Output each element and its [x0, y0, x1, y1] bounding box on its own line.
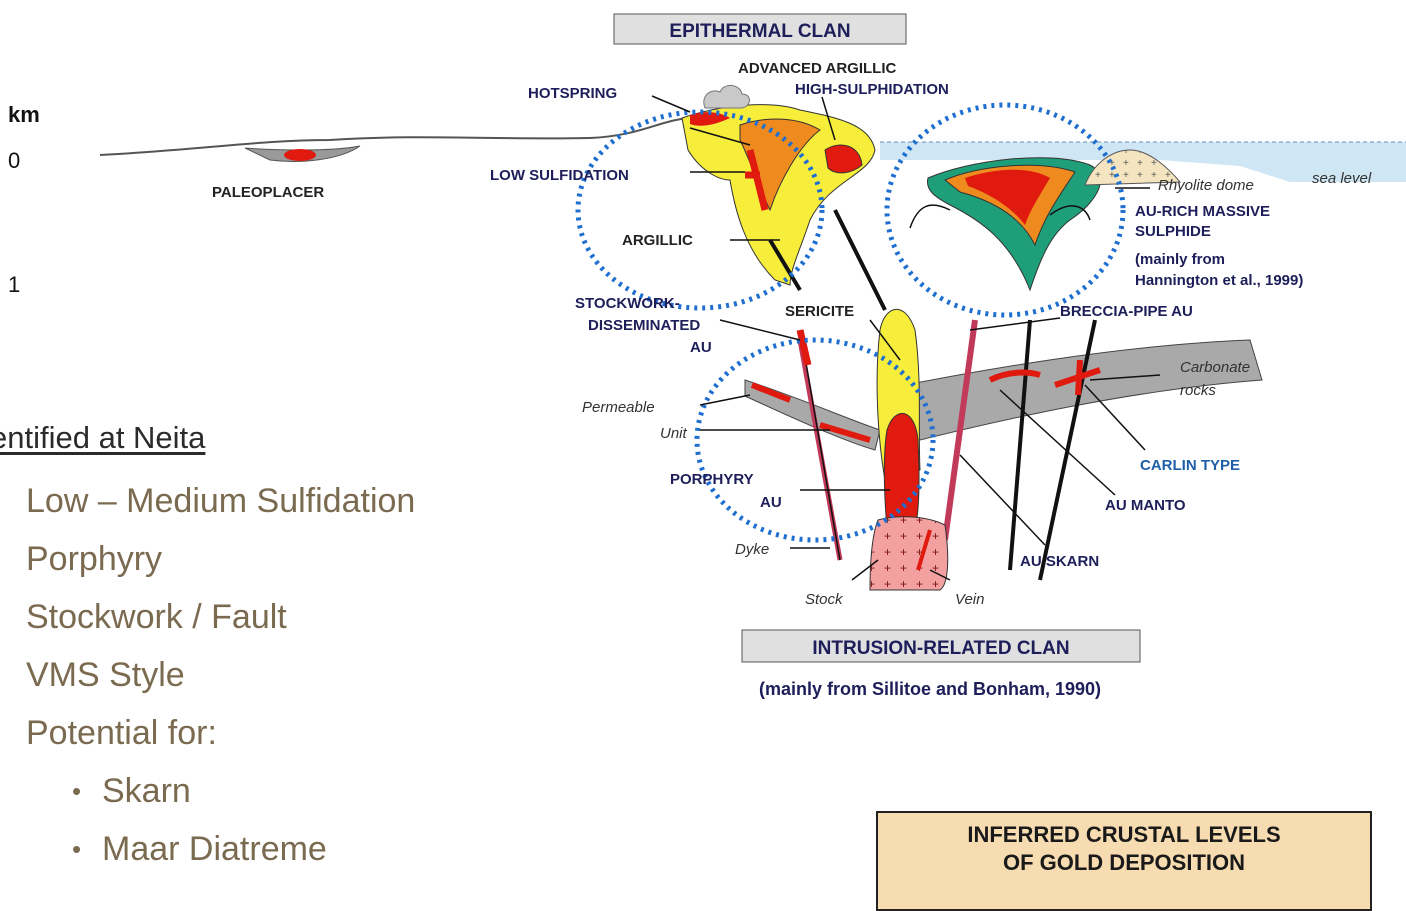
dyke-outline: [802, 340, 840, 560]
depth-unit-label: km: [8, 102, 40, 127]
au-skarn-label: AU SKARN: [1020, 553, 1099, 570]
fault-line-1: [835, 210, 885, 310]
carbonate-rocks-label-2: rocks: [1180, 382, 1216, 399]
sericite-label: SERICITE: [785, 303, 854, 320]
argillic-label: ARGILLIC: [622, 232, 693, 249]
hotspring-label: HOTSPRING: [528, 85, 617, 102]
permeable-unit-label-1: Permeable: [582, 399, 655, 416]
carlin-type-label: CARLIN TYPE: [1140, 457, 1240, 474]
paleoplacer-ore: [284, 149, 316, 161]
paleoplacer-label: PALEOPLACER: [212, 184, 324, 201]
stockwork-label-2: DISSEMINATED: [588, 317, 700, 334]
depth-zero-label: 0: [8, 148, 20, 173]
depth-one-label: 1: [8, 272, 20, 297]
fault-line-3: [1010, 320, 1030, 570]
crustal-levels-line1: INFERRED CRUSTAL LEVELS: [878, 821, 1370, 849]
porphyry-au-label-1: PORPHYRY: [670, 471, 754, 488]
au-rich-massive-label-2: SULPHIDE: [1135, 223, 1211, 240]
au-rich-massive-label-3: (mainly from: [1135, 251, 1225, 268]
au-rich-massive-label-4: Hannington et al., 1999): [1135, 272, 1303, 289]
au-manto-label: AU MANTO: [1105, 497, 1186, 514]
permeable-unit-label-2: Unit: [660, 425, 688, 442]
sea-level-label: sea level: [1312, 170, 1372, 187]
vein-label: Vein: [955, 591, 984, 608]
carbonate-rocks-label-1: Carbonate: [1180, 359, 1250, 376]
ground-surface-line: [100, 118, 690, 155]
dyke-label: Dyke: [735, 541, 769, 558]
low-sulfidation-label: LOW SULFIDATION: [490, 167, 629, 184]
hotspring-cloud: [704, 85, 750, 108]
high-sulphidation-label: HIGH-SULPHIDATION: [795, 81, 949, 98]
advanced-argillic-label: ADVANCED ARGILLIC: [738, 60, 896, 77]
crustal-levels-line2: OF GOLD DEPOSITION: [878, 849, 1370, 877]
intrusion-related-clan-label: INTRUSION-RELATED CLAN: [812, 638, 1069, 659]
stock-label: Stock: [805, 591, 844, 608]
rhyolite-dome-label: Rhyolite dome: [1158, 177, 1254, 194]
stockwork-label-1: STOCKWORK-: [575, 295, 680, 312]
stockwork-label-3: AU: [690, 339, 712, 356]
breccia-pipe-label: BRECCIA-PIPE AU: [1060, 303, 1193, 320]
epithermal-clan-label: EPITHERMAL CLAN: [669, 21, 850, 42]
au-rich-massive-label-1: AU-RICH MASSIVE: [1135, 203, 1270, 220]
sillitoe-credit-label: (mainly from Sillitoe and Bonham, 1990): [759, 679, 1101, 699]
crustal-levels-box: INFERRED CRUSTAL LEVELS OF GOLD DEPOSITI…: [876, 811, 1372, 911]
porphyry-au-label-2: AU: [760, 494, 782, 511]
intrusive-stock: [870, 517, 948, 590]
